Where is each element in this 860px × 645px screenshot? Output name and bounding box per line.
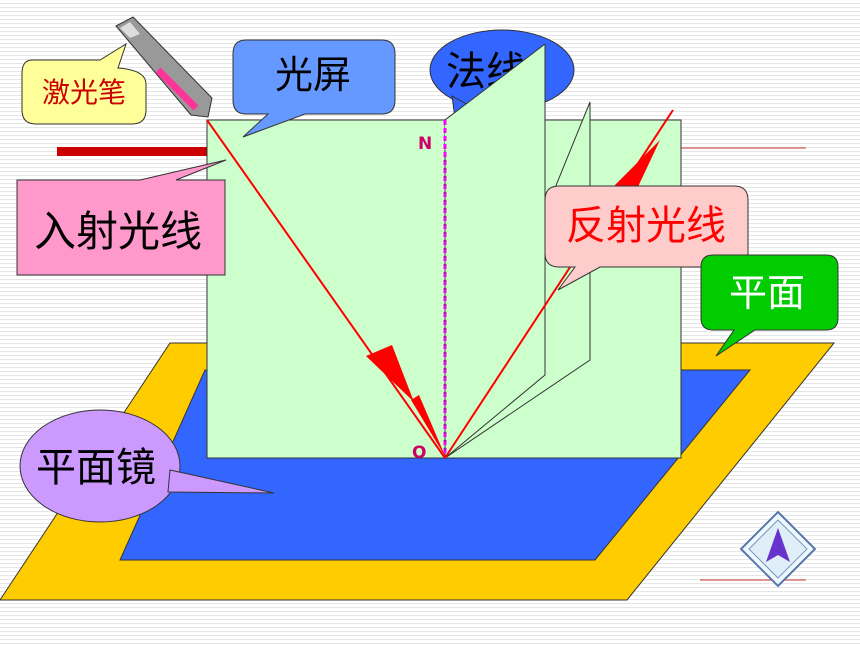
incident-ray-label: 入射光线: [34, 207, 202, 256]
point-n-label: N: [418, 134, 432, 154]
point-o-label: O: [412, 443, 426, 463]
incident-ray: [206, 119, 446, 459]
light-screen-label: 光屏: [275, 53, 351, 97]
folded-page-front-overlay: [445, 44, 545, 150]
plane-mirror-callout: 平面镜: [19, 409, 275, 523]
folded-page-top-edge: [444, 43, 546, 121]
reflected-ray-label: 反射光线: [566, 203, 726, 249]
incident-ray-tail-wedge: [411, 395, 446, 458]
plane-callout: 平面: [700, 254, 839, 357]
plane-mirror-label: 平面镜: [36, 445, 156, 491]
laser-pen-label: 激光笔: [42, 76, 126, 109]
light-screen-callout: 光屏: [232, 39, 396, 138]
laser-pen-icon: [115, 16, 213, 118]
decorative-red-bar: [57, 147, 208, 156]
incident-ray-callout: 入射光线: [16, 159, 227, 276]
reflected-ray-callout: 反射光线: [544, 185, 749, 291]
incident-ray-arrowhead: [366, 345, 414, 402]
up-arrow-diamond-icon[interactable]: [739, 510, 817, 588]
laser-pen-callout: 激光笔: [21, 42, 147, 125]
plane-label: 平面: [729, 271, 805, 315]
